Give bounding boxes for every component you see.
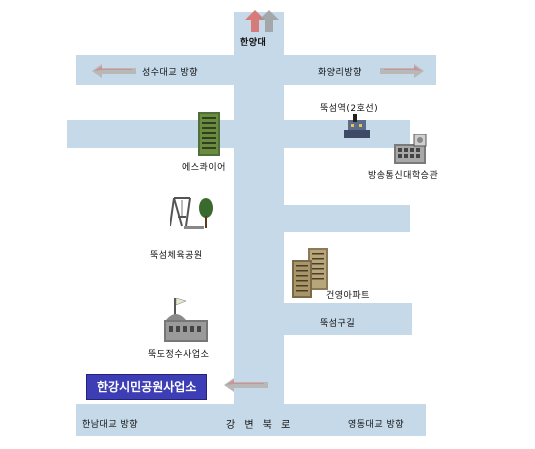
label-sports-park: 뚝섬체육공원: [150, 251, 203, 261]
apartment-icon: [292, 248, 328, 298]
right-arrow-icon: [380, 64, 424, 78]
label-hwayangri: 화양리방향: [318, 68, 362, 78]
label-gangbyeon-road: 강 변 북 로: [226, 420, 294, 431]
playground-icon: [170, 197, 213, 229]
label-geonyoung-apt: 건영아파트: [326, 291, 370, 301]
factory-icon: [164, 298, 208, 342]
up-arrow-icon: [245, 10, 279, 32]
label-esquire: 에스콰이어: [182, 163, 226, 173]
station-icon: [344, 114, 370, 138]
left-arrow-icon: [92, 64, 136, 78]
university-icon: [394, 134, 427, 164]
road-middle-branch: [284, 205, 410, 232]
building-icon: [198, 112, 220, 156]
label-ttukdo-water: 뚝도정수사업소: [148, 350, 210, 360]
road-top-horizontal: [76, 55, 436, 85]
hq-label-box[interactable]: 한강시민공원사업소: [86, 374, 208, 400]
label-ttukseom-gu-gil: 뚝섬구길: [320, 319, 356, 329]
label-broadcast-univ: 방송통신대학승관: [368, 171, 439, 181]
label-ttukseom-station: 뚝섬역(2호선): [320, 104, 379, 114]
label-seongsu-bridge: 성수대교 방향: [142, 68, 199, 78]
left-arrow-icon: [224, 378, 268, 392]
label-hannam-bridge: 한남대교 방향: [82, 420, 139, 430]
road-right-branch: [284, 303, 412, 335]
label-yeongdong-bridge: 영동대교 방향: [348, 420, 405, 430]
label-hanyang-univ: 한양대: [240, 38, 267, 48]
